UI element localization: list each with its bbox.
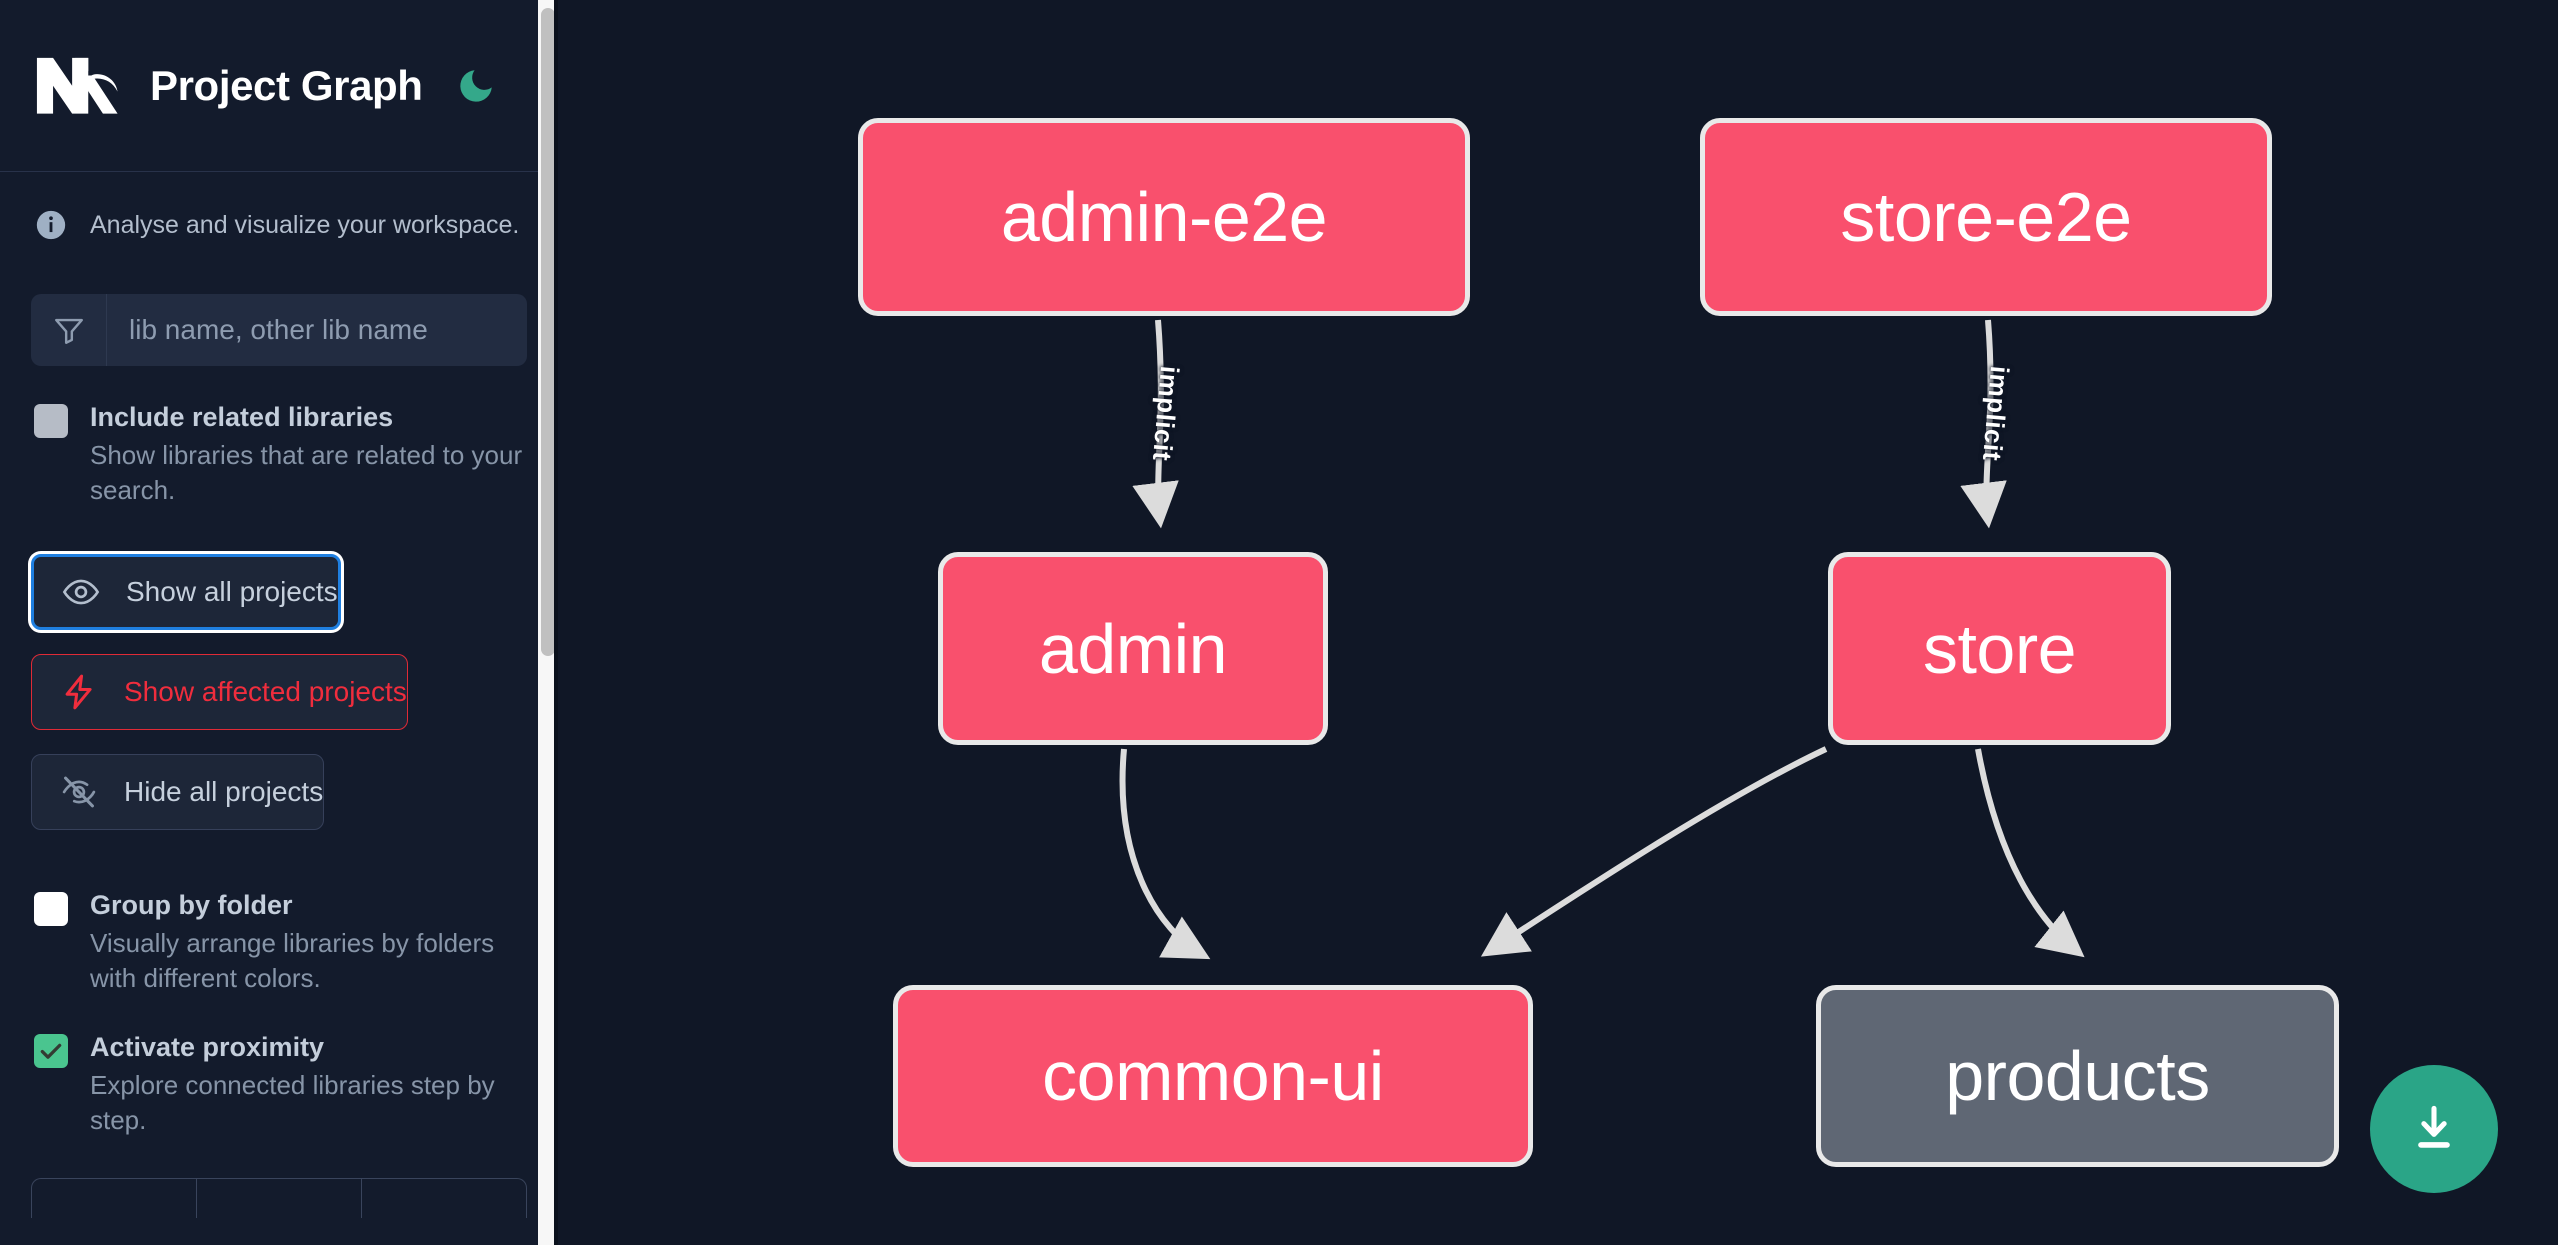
show-affected-projects-button[interactable]: Show affected projects xyxy=(31,653,408,730)
include-related-libraries-checkbox[interactable] xyxy=(34,404,68,438)
edge-store-common-ui xyxy=(1480,746,1828,957)
sidebar: Project Graph Analyse and visualize your… xyxy=(0,0,558,1245)
edge-admin-e2e-admin xyxy=(1132,319,1179,529)
graph-node-label: store xyxy=(1922,609,2077,688)
graph-node-admin-e2e[interactable]: admin-e2e xyxy=(858,118,1470,316)
show-all-projects-button[interactable]: Show all projects xyxy=(31,553,341,630)
segment-3[interactable] xyxy=(362,1179,526,1218)
theme-toggle-moon-icon[interactable] xyxy=(453,63,499,109)
show-affected-projects-label: Show affected projects xyxy=(124,675,407,707)
info-icon xyxy=(34,208,68,242)
graph-node-store-e2e[interactable]: store-e2e xyxy=(1700,118,2272,316)
filter-funnel-icon[interactable] xyxy=(31,294,107,366)
graph-node-label: admin-e2e xyxy=(1000,178,1328,256)
option-include-related-libraries[interactable]: Include related libraries Show libraries… xyxy=(0,366,558,508)
graph-node-label: admin xyxy=(1038,609,1228,688)
hide-all-projects-button[interactable]: Hide all projects xyxy=(31,753,325,830)
activate-proximity-checkbox[interactable] xyxy=(34,1033,68,1068)
activate-proximity-label: Activate proximity xyxy=(90,1031,325,1062)
workspace-note: Analyse and visualize your workspace. xyxy=(0,172,558,242)
download-icon xyxy=(2418,1105,2450,1148)
show-all-projects-label: Show all projects xyxy=(126,575,338,607)
segmented-control-partial[interactable] xyxy=(31,1177,527,1218)
sidebar-scrollbar-thumb[interactable] xyxy=(541,8,555,656)
include-related-libraries-label: Include related libraries xyxy=(90,402,394,432)
graph-edges xyxy=(1119,319,2085,960)
download-graph-button[interactable] xyxy=(2370,1065,2498,1193)
graph-node-store[interactable]: store xyxy=(1828,552,2171,745)
graph-node-label: common-ui xyxy=(1042,1037,1384,1115)
sidebar-header: Project Graph xyxy=(0,0,558,172)
nx-logo-icon xyxy=(34,55,122,117)
sidebar-divider xyxy=(554,0,558,1245)
activate-proximity-desc: Explore connected libraries step by step… xyxy=(90,1070,495,1135)
graph-node-label: products xyxy=(1945,1037,2210,1115)
page-title: Project Graph xyxy=(150,61,423,109)
sidebar-scrollbar[interactable] xyxy=(538,0,558,1245)
segment-1[interactable] xyxy=(32,1178,197,1218)
graph-node-admin[interactable]: admin xyxy=(938,552,1328,745)
search-input[interactable] xyxy=(107,294,527,366)
graph-node-common-ui[interactable]: common-ui xyxy=(893,985,1533,1167)
edge-admin-common-ui xyxy=(1119,748,1211,960)
graph-node-label: store-e2e xyxy=(1840,178,2132,256)
edge-store-products xyxy=(1975,748,2085,958)
edge-store-e2e-store xyxy=(1960,319,2007,529)
graph-node-products[interactable]: products xyxy=(1816,985,2339,1167)
hide-all-projects-label: Hide all projects xyxy=(124,775,324,807)
option-activate-proximity[interactable]: Activate proximity Explore connected lib… xyxy=(0,996,558,1138)
workspace-note-text: Analyse and visualize your workspace. xyxy=(90,210,520,239)
segment-2[interactable] xyxy=(197,1178,362,1218)
group-by-folder-desc: Visually arrange libraries by folders wi… xyxy=(90,928,495,993)
search-field[interactable] xyxy=(31,294,527,366)
graph-canvas[interactable]: admin-e2e store-e2e admin store common-u… xyxy=(558,0,2558,1245)
group-by-folder-checkbox[interactable] xyxy=(34,891,68,926)
include-related-libraries-desc: Show libraries that are related to your … xyxy=(90,440,523,506)
group-by-folder-label: Group by folder xyxy=(90,889,293,920)
option-group-by-folder[interactable]: Group by folder Visually arrange librari… xyxy=(0,854,558,996)
projects-button-group: Show all projects Show affected projects… xyxy=(31,553,527,830)
